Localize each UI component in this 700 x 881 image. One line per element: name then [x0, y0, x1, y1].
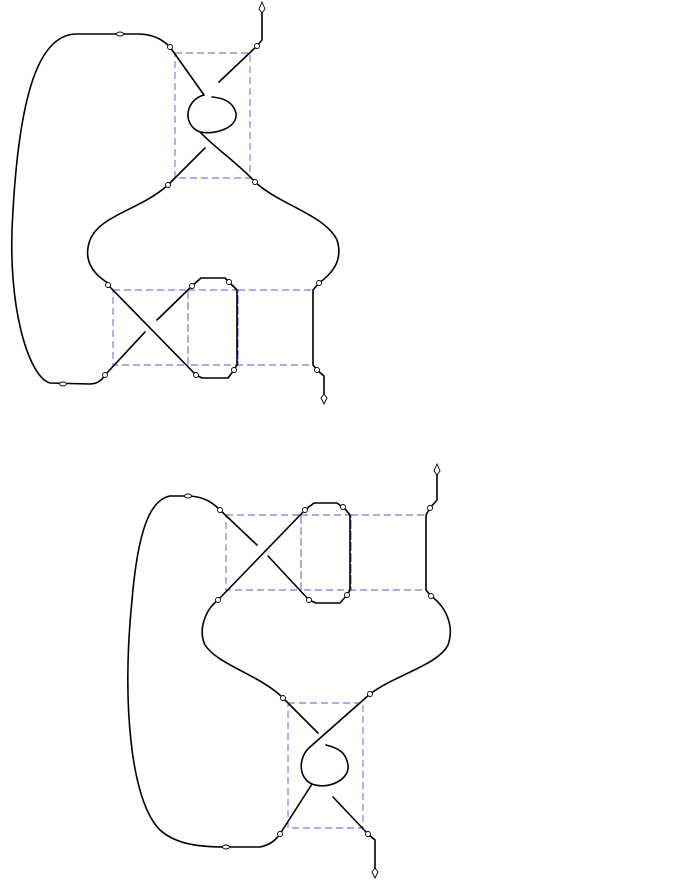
right-vertical-strand [345, 509, 351, 596]
arrowhead-marker-icon [433, 462, 441, 476]
arrowhead-marker-icon [280, 695, 286, 701]
arrowhead-marker-icon [165, 182, 171, 188]
arrowhead-marker-icon [252, 179, 258, 185]
right-vertical-strand [312, 282, 325, 401]
arrowhead-marker-icon [344, 592, 350, 598]
twist-lower-under-strand [167, 147, 206, 186]
dashed-boxes [225, 514, 427, 829]
crossing-box [350, 514, 427, 591]
over-strand [309, 693, 371, 748]
arrowhead-marker-icon [167, 44, 173, 50]
arrowhead-marker-icon [184, 493, 192, 499]
top-tangle-diagram [10, 0, 340, 406]
arrowhead-marker-icon [320, 393, 328, 406]
under-strand [218, 45, 258, 83]
arrowhead-marker-icon [340, 504, 346, 510]
over-strand [217, 509, 306, 601]
under-strand [156, 285, 193, 321]
crossing-box [187, 289, 239, 366]
twist-loop-strand [187, 94, 237, 134]
dashed-boxes [112, 52, 314, 366]
markers [59, 0, 328, 406]
under-strand [282, 697, 319, 734]
outer-loop-strand [10, 33, 171, 385]
arrowhead-marker-icon [365, 831, 371, 837]
outer-loop-strand [127, 495, 281, 848]
inner-loop-strand [304, 502, 347, 511]
arrowhead-marker-icon [102, 372, 108, 378]
arrowhead-marker-icon [258, 0, 266, 14]
arrowhead-marker-icon [105, 282, 111, 288]
twist-loop-strand [300, 744, 349, 787]
heart-left-strand [201, 599, 284, 699]
crossing-box [287, 702, 364, 829]
over-strand [169, 46, 205, 96]
arrowhead-marker-icon [428, 593, 434, 599]
arrowhead-marker-icon [189, 283, 195, 289]
arrowhead-marker-icon [277, 831, 283, 837]
inner-loop-strand [195, 369, 235, 379]
right-vertical-strand [425, 507, 432, 597]
arrowhead-marker-icon [193, 372, 199, 378]
heart-right-strand [369, 595, 452, 695]
under-strand [104, 331, 146, 376]
inner-loop-strand [308, 594, 348, 604]
arrowhead-marker-icon [306, 597, 312, 603]
crossing-box [237, 289, 314, 366]
strands [127, 466, 452, 871]
under-strand [332, 796, 376, 871]
over-strand [107, 284, 197, 376]
heart-left-strand [86, 184, 169, 284]
arrowhead-marker-icon [226, 279, 232, 285]
arrowhead-marker-icon [116, 31, 124, 37]
under-strand [267, 555, 310, 601]
crossing-box [300, 514, 352, 591]
arrowhead-marker-icon [215, 597, 221, 603]
right-vertical-strand [232, 285, 238, 371]
crossing-box [174, 52, 251, 179]
arrowhead-marker-icon [222, 844, 230, 850]
twist-lower-strand [199, 131, 256, 183]
arrowhead-marker-icon [316, 280, 322, 286]
arrowhead-marker-icon [302, 507, 308, 513]
arrowhead-marker-icon [231, 367, 237, 373]
arrowhead-marker-icon [217, 507, 223, 513]
arrowhead-marker-icon [254, 43, 260, 49]
under-strand [219, 509, 258, 546]
top-exit-strand [429, 466, 438, 509]
arrowhead-marker-icon [59, 381, 67, 387]
arrowhead-marker-icon [371, 867, 379, 880]
arrowhead-marker-icon [314, 367, 320, 373]
heart-right-strand [254, 181, 340, 284]
arrowhead-marker-icon [367, 691, 373, 697]
arrowhead-marker-icon [427, 505, 433, 511]
over-strand [279, 783, 313, 835]
bottom-tangle-diagram [127, 462, 452, 880]
markers [184, 462, 441, 880]
